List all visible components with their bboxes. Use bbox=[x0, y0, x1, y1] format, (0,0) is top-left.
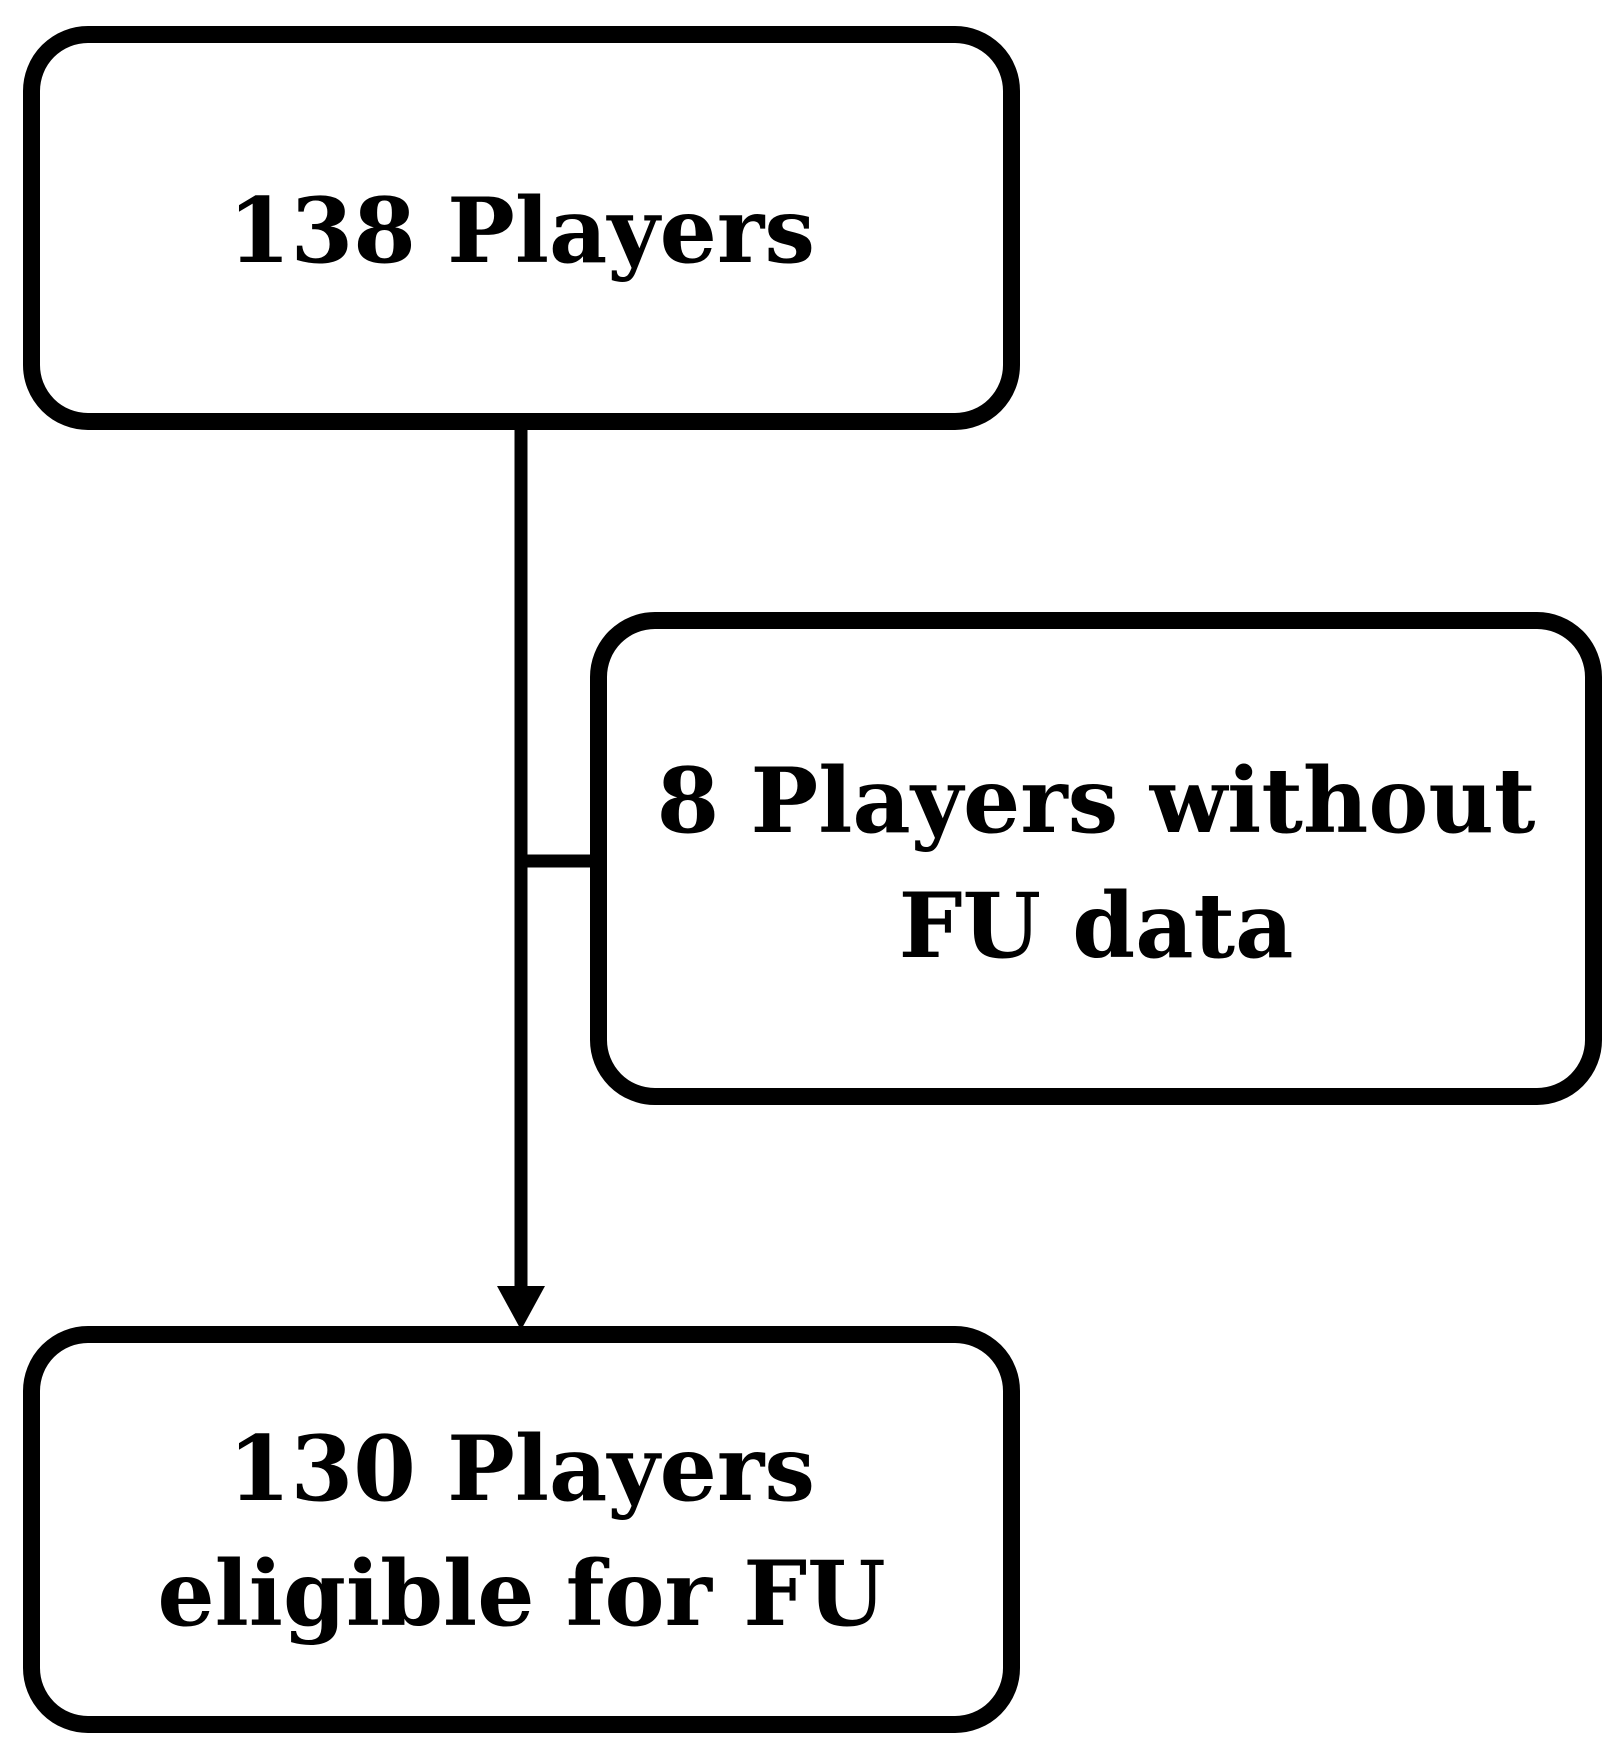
arrowhead-icon bbox=[497, 1286, 545, 1330]
node-excluded-players: 8 Players without FU data bbox=[590, 612, 1602, 1105]
node-excluded-players-label: 8 Players without FU data bbox=[656, 748, 1536, 979]
node-eligible-players-label: 130 Players eligible for FU bbox=[157, 1416, 886, 1647]
node-eligible-players: 130 Players eligible for FU bbox=[23, 1326, 1020, 1733]
node-total-players-label: 138 Players bbox=[227, 177, 816, 284]
node-total-players: 138 Players bbox=[23, 26, 1020, 430]
